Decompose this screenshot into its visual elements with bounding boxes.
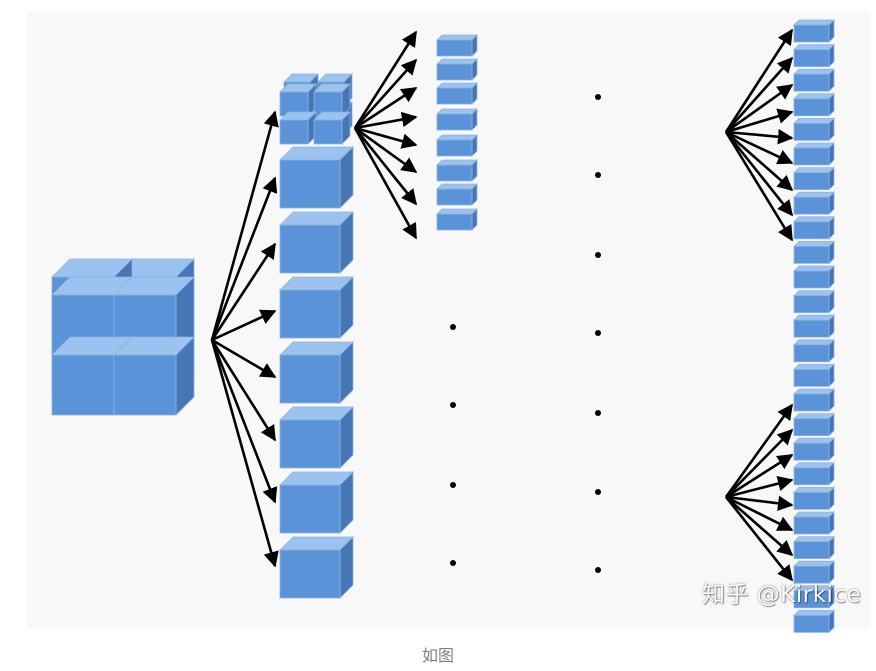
cube-icon bbox=[313, 83, 351, 117]
arrow-icon bbox=[725, 131, 794, 192]
cube-icon bbox=[436, 208, 478, 231]
arrow-icon bbox=[210, 339, 279, 568]
arrow-icon bbox=[724, 496, 794, 582]
cube-icon bbox=[793, 560, 835, 585]
cube-icon bbox=[793, 584, 835, 609]
cube-icon bbox=[793, 68, 835, 93]
cube-icon bbox=[793, 486, 835, 511]
ellipsis-dot bbox=[450, 560, 456, 566]
arrow-icon bbox=[725, 495, 794, 512]
arrow-icon bbox=[353, 127, 418, 240]
arrow-icon bbox=[725, 428, 794, 498]
ellipsis-dot bbox=[595, 330, 601, 336]
cube-icon bbox=[793, 43, 835, 68]
arrow-layer bbox=[210, 28, 794, 582]
cube-icon bbox=[793, 117, 835, 142]
arrow-icon bbox=[354, 126, 418, 174]
arrow-icon bbox=[724, 131, 794, 217]
ellipsis-dot bbox=[595, 410, 601, 416]
ellipsis-dot bbox=[595, 94, 601, 100]
figure-caption: 如图 bbox=[421, 646, 454, 665]
arrow-icon bbox=[725, 128, 794, 145]
cube-icon bbox=[793, 388, 835, 412]
cube-icon bbox=[436, 108, 478, 131]
arrow-icon bbox=[354, 86, 418, 130]
cube-icon bbox=[793, 338, 835, 363]
ellipsis-dot bbox=[450, 324, 456, 330]
arrow-icon bbox=[353, 30, 418, 129]
arrow-icon bbox=[210, 339, 277, 442]
cube-icon bbox=[436, 34, 478, 57]
arrow-icon bbox=[725, 108, 794, 134]
arrow-icon bbox=[354, 126, 418, 149]
cube-icon bbox=[793, 142, 835, 166]
cube-icon bbox=[313, 111, 351, 145]
arrow-icon bbox=[210, 176, 278, 341]
arrow-icon bbox=[725, 56, 794, 133]
cube-icon bbox=[793, 437, 835, 462]
arrow-icon bbox=[725, 453, 794, 499]
cube-icon bbox=[436, 82, 478, 105]
cube-icon bbox=[793, 363, 835, 388]
cube-icon bbox=[436, 58, 478, 81]
cube-icon bbox=[793, 535, 835, 560]
ellipsis-dot bbox=[595, 172, 601, 178]
arrow-icon bbox=[354, 58, 418, 129]
cube-icon bbox=[793, 412, 835, 437]
arrow-icon bbox=[725, 495, 794, 532]
cube-icon bbox=[793, 240, 835, 265]
cube-icon bbox=[436, 159, 478, 182]
cube-icon bbox=[793, 215, 835, 240]
arrow-icon bbox=[211, 309, 277, 342]
cube-icon bbox=[279, 211, 354, 274]
cube-icon bbox=[793, 314, 835, 339]
ellipsis-dot bbox=[595, 567, 601, 573]
cube-icon bbox=[793, 166, 835, 191]
cube-icon bbox=[279, 406, 354, 469]
arrow-icon bbox=[724, 28, 794, 133]
cube-icon bbox=[793, 191, 835, 216]
cube-icon bbox=[279, 83, 317, 117]
cube-icon bbox=[279, 471, 354, 534]
cube-icon bbox=[279, 111, 317, 145]
ellipsis-layer bbox=[450, 94, 601, 573]
cube-icon bbox=[279, 146, 354, 209]
cube-icon bbox=[436, 134, 478, 157]
ellipsis-dot bbox=[450, 482, 456, 488]
cube-icon bbox=[793, 511, 835, 535]
arrow-icon bbox=[725, 130, 794, 165]
ellipsis-dot bbox=[595, 252, 601, 258]
cube-icon bbox=[436, 183, 478, 206]
cube-icon bbox=[279, 276, 354, 339]
arrow-icon bbox=[354, 111, 418, 130]
arrow-icon bbox=[211, 338, 277, 379]
arrow-icon bbox=[353, 127, 418, 206]
arrow-icon bbox=[725, 475, 794, 499]
cube-icon bbox=[793, 19, 835, 43]
cube-icon bbox=[279, 536, 354, 599]
watermark-text: 知乎 @Kirkice bbox=[702, 582, 862, 608]
cube-icon bbox=[793, 289, 835, 314]
arrow-icon bbox=[725, 83, 794, 134]
cube-icon bbox=[793, 265, 835, 289]
arrow-icon bbox=[724, 403, 794, 498]
cube-layer bbox=[51, 19, 835, 634]
arrow-icon bbox=[210, 339, 278, 504]
cube-icon bbox=[793, 461, 835, 486]
ellipsis-dot bbox=[450, 402, 456, 408]
cube-icon bbox=[279, 341, 354, 404]
ellipsis-dot bbox=[595, 489, 601, 495]
arrow-icon bbox=[725, 496, 794, 557]
arrow-icon bbox=[724, 131, 794, 242]
cube-icon bbox=[793, 609, 835, 634]
cube-icon bbox=[793, 92, 835, 117]
arrow-icon bbox=[210, 242, 277, 341]
cube-icon bbox=[113, 336, 195, 416]
arrow-icon bbox=[210, 110, 279, 341]
